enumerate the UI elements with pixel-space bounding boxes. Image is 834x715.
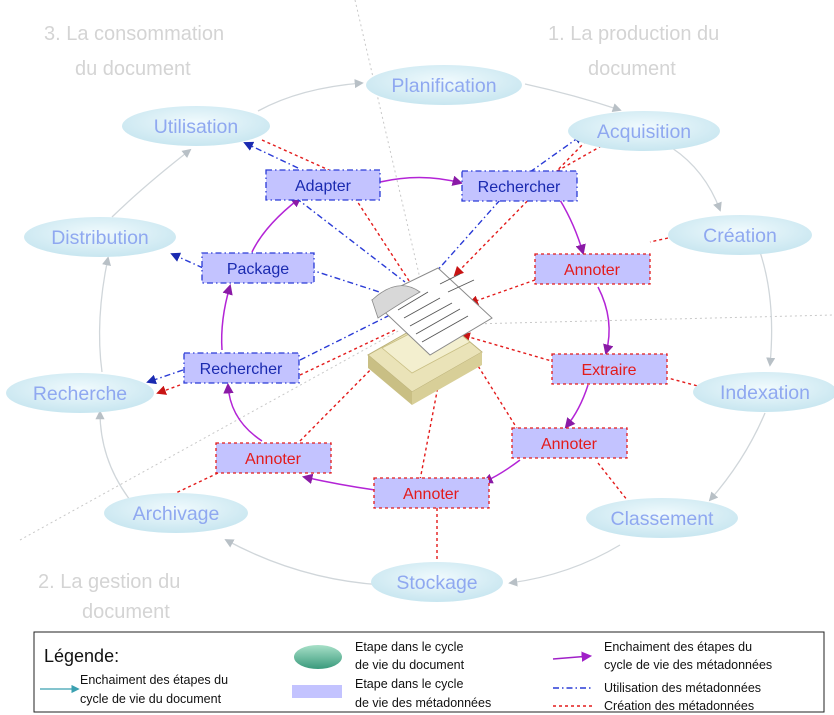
stage-label: Acquisition <box>597 121 691 143</box>
meta-stage-label: Package <box>227 261 289 278</box>
phase-consumption-line2: du document <box>75 58 191 80</box>
legend-meta-flow-line1: Enchaiment des étapes du <box>604 640 752 654</box>
stage-distribution: Distribution <box>24 217 176 257</box>
metadata-stages: Rechercher Annoter Extraire Annoter Anno… <box>183 169 668 509</box>
phase-consumption-line1: 3. La consommation <box>44 23 224 45</box>
stage-creation: Création <box>668 215 812 255</box>
stage-label: Planification <box>391 75 496 97</box>
meta-stage-annoter-3: Annoter <box>373 477 490 509</box>
meta-stage-label: Annoter <box>541 436 598 453</box>
stage-label: Création <box>703 225 777 247</box>
stage-label: Stockage <box>396 572 477 594</box>
phase-management-line2: document <box>82 601 170 623</box>
meta-stage-label: Annoter <box>564 262 621 279</box>
legend-document-stage: Etape dans le cycle de vie du document <box>294 640 465 672</box>
document-stages: Planification Acquisition Création Index… <box>6 65 834 602</box>
document-stack-icon <box>367 267 493 405</box>
meta-stage-label: Rechercher <box>478 179 561 196</box>
stage-indexation: Indexation <box>693 372 834 412</box>
phase-production-line2: document <box>588 58 676 80</box>
legend-meta-stage-line1: Etape dans le cycle <box>355 677 463 691</box>
stage-utilisation: Utilisation <box>122 106 270 146</box>
phase-separators <box>19 0 834 541</box>
phase-production-line1: 1. La production du <box>548 23 719 45</box>
meta-stage-extraire: Extraire <box>551 353 668 385</box>
meta-stage-label: Annoter <box>403 486 460 503</box>
stage-archivage: Archivage <box>104 493 248 533</box>
meta-stage-rechercher-top: Rechercher <box>461 170 578 202</box>
phase-labels: 3. La consommation du document 1. La pro… <box>38 23 719 623</box>
legend-meta-stage-line2: de vie des métadonnées <box>355 696 491 710</box>
stage-label: Distribution <box>51 227 149 249</box>
stage-label: Utilisation <box>154 116 239 138</box>
meta-stage-annoter-2: Annoter <box>511 427 628 459</box>
legend-usage: Utilisation des métadonnées <box>553 681 761 695</box>
phase-management-line1: 2. La gestion du <box>38 571 180 593</box>
legend-document-flow: Enchaiment des étapes du cycle de vie du… <box>40 673 228 706</box>
meta-stage-adapter: Adapter <box>265 169 381 201</box>
legend-meta-flow-line2: cycle de vie des métadonnées <box>604 658 772 672</box>
meta-stage-label: Adapter <box>295 178 352 195</box>
meta-stage-rechercher-left: Rechercher <box>183 352 300 384</box>
legend-title: Légende: <box>44 646 119 666</box>
stage-label: Indexation <box>720 382 810 404</box>
stage-stockage: Stockage <box>371 562 503 602</box>
legend-metadata-stage: Etape dans le cycle de vie des métadonné… <box>292 677 491 710</box>
legend-doc-flow-line2: cycle de vie du document <box>80 692 222 706</box>
metadata-flow-arrows <box>220 175 614 491</box>
meta-stage-label: Extraire <box>581 362 636 379</box>
stage-label: Classement <box>611 508 715 530</box>
stage-planification: Planification <box>366 65 522 105</box>
stage-recherche: Recherche <box>6 373 154 413</box>
legend-doc-stage-line2: de vie du document <box>355 658 465 672</box>
stage-label: Recherche <box>33 383 127 405</box>
meta-stage-package: Package <box>201 252 315 284</box>
legend-doc-flow-line1: Enchaiment des étapes du <box>80 673 228 687</box>
meta-stage-label: Annoter <box>245 451 302 468</box>
legend-creation-label: Création des métadonnées <box>604 699 754 713</box>
legend-creation: Création des métadonnées <box>553 699 754 713</box>
meta-stage-annoter-1: Annoter <box>534 253 651 285</box>
meta-stage-label: Rechercher <box>200 361 283 378</box>
legend-usage-label: Utilisation des métadonnées <box>604 681 761 695</box>
stage-acquisition: Acquisition <box>568 111 720 151</box>
stage-label: Archivage <box>133 503 220 525</box>
meta-stage-annoter-4: Annoter <box>215 442 332 474</box>
legend-metadata-flow: Enchaiment des étapes du cycle de vie de… <box>552 640 772 672</box>
document-flow-arrows <box>95 79 776 587</box>
legend-doc-stage-line1: Etape dans le cycle <box>355 640 463 654</box>
legend: Légende: Enchaiment des étapes du cycle … <box>33 631 825 713</box>
stage-classement: Classement <box>586 498 738 538</box>
